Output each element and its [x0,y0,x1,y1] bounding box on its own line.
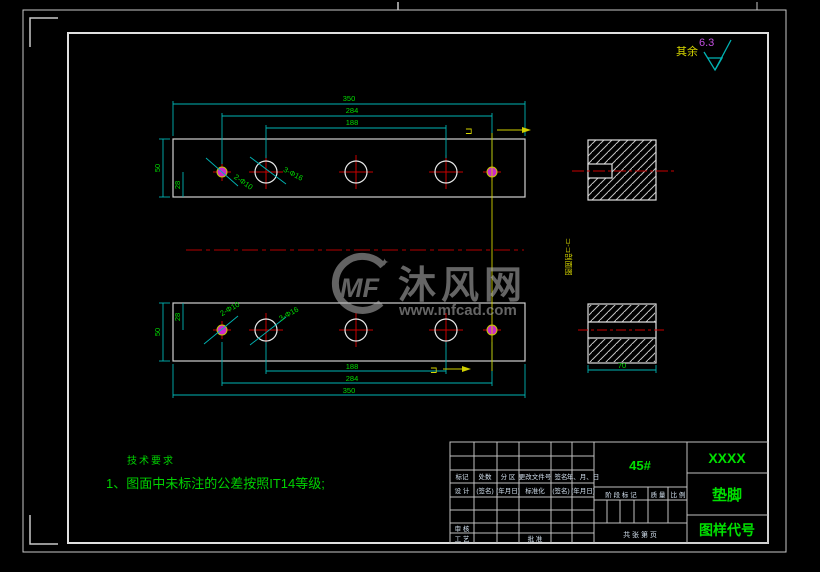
watermark-site-name: 沐风网 [398,265,527,307]
sheet-border-frame [22,2,787,553]
roughness-symbol-icon [703,39,732,72]
section-cut: ⊐ ⊐ ⊐-⊐剖面图 [430,126,574,375]
revision-header-cell: 年、月、日 [567,472,600,481]
section-view-bottom: 70 [578,303,666,373]
watermark-site-url: www.mfcad.com [398,302,517,319]
stage-label: 阶 段 标 记 [605,490,637,499]
top-view-dimension-lines [159,101,526,198]
tech-requirements-title: 技术要求 [127,456,175,467]
dimension-label: 350 [343,386,356,395]
section-mark-top: ⊐ [465,126,473,136]
dimension-label: 70 [618,361,626,370]
section-mark-bottom: ⊐ [430,365,438,375]
signature-row-cell: (年月日) [496,486,520,495]
title-block-main-labels: 45# XXXX 垫脚 图样代号 [629,450,755,538]
signature-row-cell: 标准化 [525,486,545,495]
watermark-star-icon: ✦ [380,257,389,269]
drawing-code-label: 图样代号 [699,522,755,538]
revision-header-cell: 分 区 [501,472,516,481]
roughness-value: 6.3 [699,37,714,49]
signature-row-cell: (签名) [552,486,569,495]
dimension-label: 188 [346,118,359,127]
title-block-grid [449,441,769,544]
roughness-note: 其余 6.3 [676,37,732,72]
hole-callout-label: 3-Φ16 [277,305,300,323]
watermark-logo-text: MF [340,273,380,303]
top-view-plate-outline [172,138,526,198]
section-bottom-body [587,303,657,364]
dimension-label: 28 [173,181,182,189]
company-label: XXXX [708,450,746,466]
weight-label: 质 量 [651,490,666,499]
title-block: 标记 处数 分 区 更改文件号 签名 年、月、日 设 计 (签名) (年月日) … [449,441,769,544]
revision-header-cell: 标记 [456,472,470,481]
scale-label: 比 例 [671,490,686,499]
section-arrow-top-icon [522,127,531,133]
top-view-centerlines [213,155,501,189]
dimension-label: 284 [346,106,359,115]
section-view-label: ⊐-⊐剖面图 [564,238,574,276]
dimension-label: 50 [153,328,162,336]
dimension-label: 50 [153,164,162,172]
centering-mark-bottom-left [29,515,58,545]
dimension-label: 284 [346,374,359,383]
signature-row-cell: 设 计 [455,486,470,495]
craft-label: 工 艺 [455,535,470,543]
revision-header-cell: 处数 [479,472,493,481]
sheet-label: 共 张 第 页 [623,530,657,539]
top-view: 350 284 188 50 28 2-Φ10 3-Φ16 [153,94,526,198]
hole-callout-label: 3-Φ16 [282,165,305,183]
revision-header-cell: 签名 [555,472,568,481]
revision-header-cell: 更改文件号 [519,472,552,481]
top-view-big-holes [254,160,458,184]
part-name-label: 垫脚 [712,486,742,504]
signature-row-cell: (年月日) [571,486,595,495]
title-block-small-labels: 标记 处数 分 区 更改文件号 签名 年、月、日 设 计 (签名) (年月日) … [455,472,686,543]
dimension-label: 188 [346,362,359,371]
section-arrow-bottom-icon [462,366,471,372]
signature-row-cell: (签名) [476,486,493,495]
centering-mark-top-left [29,17,58,47]
bottom-view-big-holes [254,318,458,342]
dimension-label: 28 [173,313,182,321]
approve-label: 批 准 [528,534,543,543]
roughness-prefix-label: 其余 [676,44,698,58]
bottom-view-dimension-lines [159,302,526,398]
section-view-top [572,139,674,201]
section-bottom-dimension-lines [587,365,657,373]
dimension-label: 350 [343,94,356,103]
material-label: 45# [629,458,651,473]
tech-requirements-item: 1、图面中未标注的公差按照IT14等级; [106,476,325,491]
watermark-logo-icon [331,253,386,314]
audit-label: 审 核 [455,524,470,533]
bottom-view-dimension-labels: 188 284 350 50 28 2-Φ10 3-Φ16 [153,300,358,395]
watermark: MF ✦ 沐风网 www.mfcad.com [331,253,527,319]
hole-callout-label: 2-Φ10 [232,172,254,191]
